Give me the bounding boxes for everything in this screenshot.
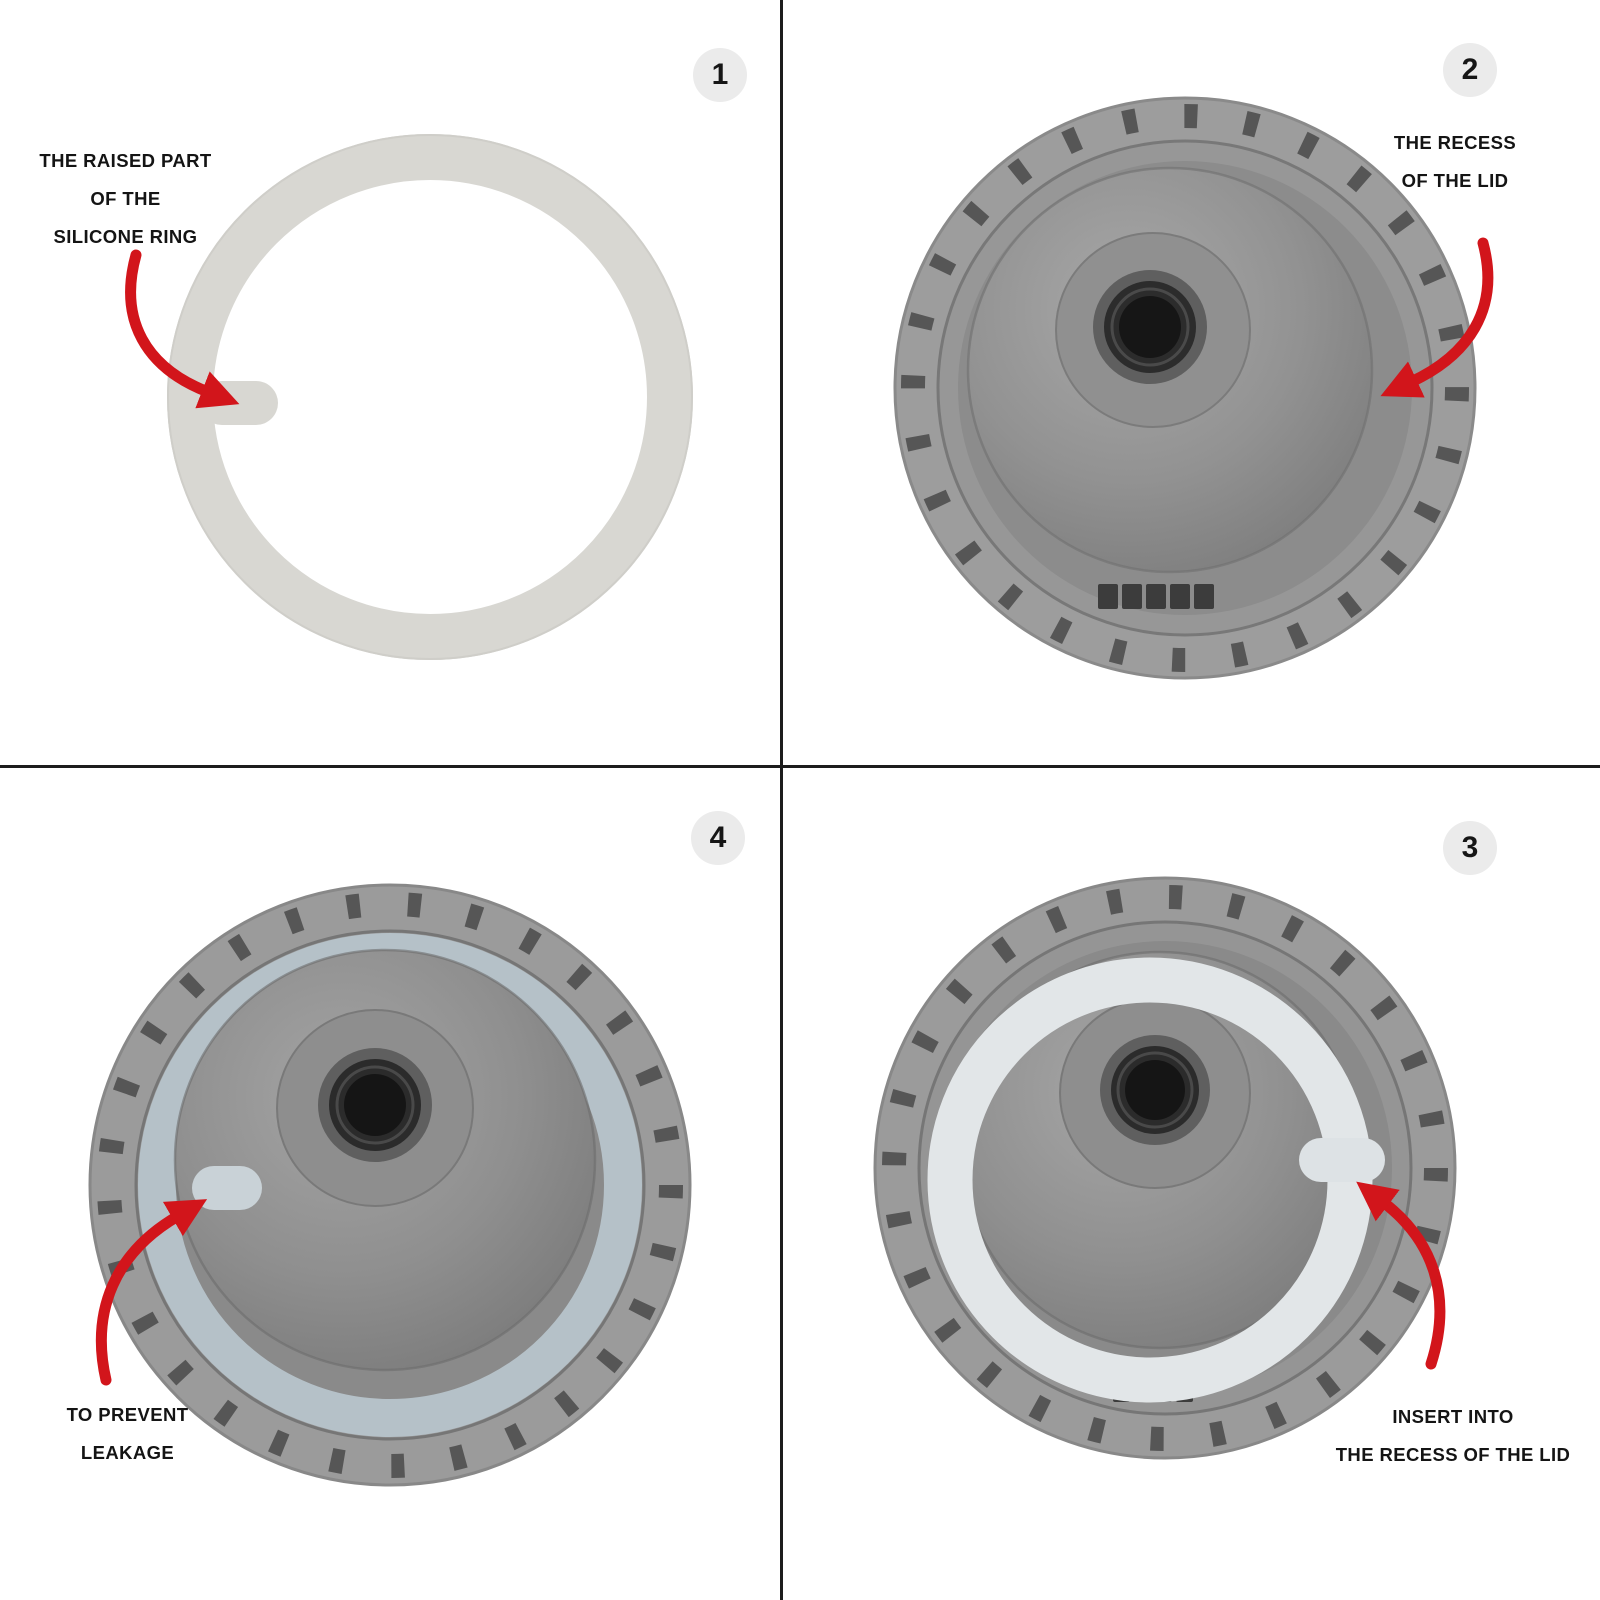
red-arrow [95, 1199, 208, 1386]
step-panel-4: 4 TO PREVENT LEAKAGE [0, 768, 780, 1600]
red-arrow [125, 249, 240, 409]
silicone-ring-illustration [125, 134, 693, 660]
step-panel-3: 3 INSERT INTO THE RECESS OF THE LID [783, 768, 1600, 1600]
ring-raised-tab [200, 381, 278, 425]
lid-body [88, 883, 692, 1487]
ring-raised-tab [192, 1166, 262, 1210]
label-line: OF THE LID [1401, 170, 1509, 191]
label-line: THE RECESS OF THE LID [1335, 1444, 1571, 1465]
lid-spout [1093, 270, 1207, 384]
red-arrow [1380, 237, 1494, 398]
loose-silicone-ring [927, 957, 1385, 1403]
lid-body [873, 876, 1457, 1460]
label-line: SILICONE RING [53, 226, 198, 247]
step-3-label: INSERT INTO THE RECESS OF THE LID [1298, 1398, 1600, 1474]
lid-collar-slots [97, 892, 683, 1478]
grid-divider-vertical [780, 0, 783, 1600]
silicone-ring [167, 134, 693, 660]
lid-spout [318, 1048, 432, 1162]
step-2-label: THE RECESS OF THE LID [1340, 124, 1570, 200]
step-badge-2: 2 [1443, 43, 1497, 97]
step-4-label: TO PREVENT LEAKAGE [25, 1396, 230, 1472]
label-line: THE RECESS [1393, 132, 1517, 153]
label-line: OF THE [90, 188, 161, 209]
step-badge-4: 4 [691, 811, 745, 865]
step-panel-1: 1 THE RAISED PART OF THE SILICONE RING [0, 0, 780, 765]
label-line: THE RAISED PART [39, 150, 212, 171]
label-line: LEAKAGE [80, 1442, 175, 1463]
red-arrow [1356, 1181, 1446, 1370]
lid-vent-slots [1098, 584, 1214, 609]
step-badge-1: 1 [693, 48, 747, 102]
step-panel-2: 2 THE RECESS OF THE LID [783, 0, 1600, 765]
lid-body [893, 96, 1477, 680]
label-line: TO PREVENT [66, 1404, 189, 1425]
lid-collar-slots [901, 104, 1469, 672]
step-1-label: THE RAISED PART OF THE SILICONE RING [18, 142, 233, 256]
lid-collar-slots [882, 885, 1448, 1451]
ring-raised-tab [1299, 1138, 1385, 1182]
step-badge-3: 3 [1443, 821, 1497, 875]
grid-divider-horizontal [0, 765, 1600, 768]
lid-spout [1100, 1035, 1210, 1145]
lid-ring-installed-illustration [88, 883, 692, 1487]
lid-underside-illustration [893, 96, 1494, 680]
label-line: INSERT INTO [1392, 1406, 1514, 1427]
lid-ring-inserting-illustration [873, 876, 1457, 1460]
